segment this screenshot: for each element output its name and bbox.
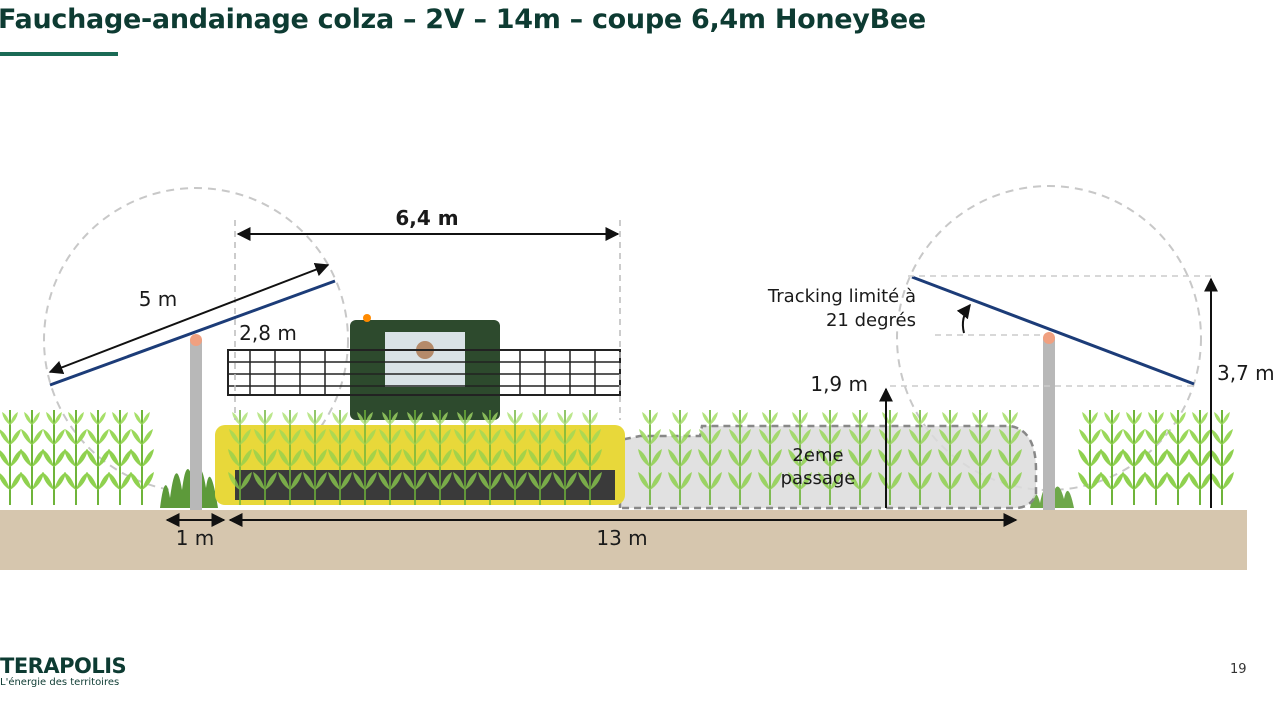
grass-tuft-left bbox=[160, 468, 218, 508]
panel-right bbox=[911, 275, 1195, 386]
title-underline bbox=[0, 52, 118, 56]
logo-tagline: L'énergie des territoires bbox=[0, 677, 120, 688]
slide-title: Fauchage-andainage colza – 2V – 14m – co… bbox=[0, 4, 926, 35]
crop-left bbox=[0, 409, 155, 506]
pivot-left bbox=[190, 334, 202, 346]
logo-name: TERAPOLIS bbox=[0, 654, 127, 678]
label-header-width: 6,4 m bbox=[395, 206, 458, 230]
tracking-angle-arrow bbox=[956, 303, 971, 334]
post-left bbox=[190, 340, 202, 510]
label-clearance-height: 1,9 m bbox=[810, 372, 868, 396]
label-second-pass-line1: 2eme bbox=[792, 445, 843, 466]
label-pivot-height: 2,8 m bbox=[239, 321, 297, 345]
label-tracking-line2: 21 degrés bbox=[826, 310, 916, 331]
cab-window bbox=[385, 332, 465, 387]
label-max-height: 3,7 m bbox=[1217, 361, 1275, 385]
post-right bbox=[1043, 338, 1055, 510]
page-number: 19 bbox=[1230, 662, 1247, 677]
grass-tuft-right bbox=[1030, 486, 1074, 508]
second-pass-area bbox=[618, 424, 1038, 510]
label-row-spacing: 13 m bbox=[596, 526, 647, 550]
dim-panel-length bbox=[48, 262, 330, 375]
pivot-right bbox=[1043, 332, 1055, 344]
company-logo: TERAPOLIS L'énergie des territoires bbox=[0, 654, 127, 689]
label-tracking-line1: Tracking limité à bbox=[767, 286, 916, 307]
label-edge-gap: 1 m bbox=[176, 526, 215, 550]
label-panel-length: 5 m bbox=[139, 287, 178, 311]
beacon-light bbox=[363, 314, 371, 322]
label-second-pass-line2: passage bbox=[781, 468, 856, 489]
